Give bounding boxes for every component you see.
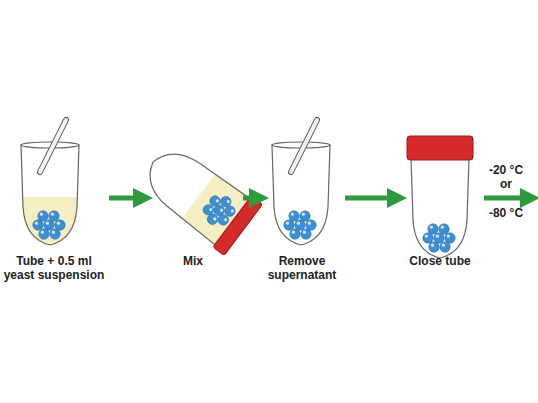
temperature-label: -80 °C bbox=[489, 206, 523, 220]
tube-supernatant-removed bbox=[272, 120, 330, 245]
temperature-label: -20 °C bbox=[489, 163, 523, 177]
storage-arrow bbox=[484, 196, 524, 201]
process-step: Tube + 0.5 ml yeast suspension bbox=[2, 118, 106, 290]
temperature-label: or bbox=[500, 177, 512, 191]
step-caption: Close tube bbox=[400, 254, 480, 268]
tube-with-suspension bbox=[21, 120, 81, 247]
step-caption: Tube + 0.5 ml yeast suspension bbox=[2, 254, 106, 282]
step-arrow bbox=[243, 196, 253, 201]
tube-closed bbox=[407, 136, 473, 258]
step-caption: Remove supernatant bbox=[262, 254, 342, 282]
step-arrow bbox=[345, 196, 391, 201]
process-step: Close tube bbox=[400, 118, 480, 290]
step-caption: Mix bbox=[146, 254, 240, 268]
tube-mixing bbox=[134, 136, 263, 255]
step-arrow bbox=[109, 196, 137, 201]
process-step: Mix bbox=[146, 118, 240, 290]
process-step: Remove supernatant bbox=[262, 118, 342, 290]
